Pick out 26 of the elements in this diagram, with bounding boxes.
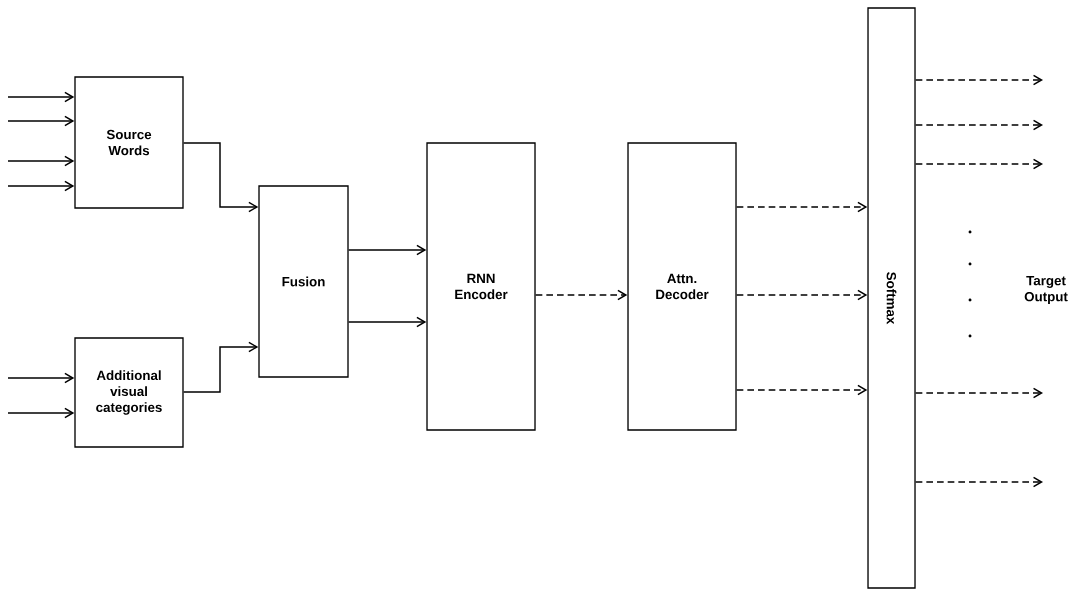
arrow [914,476,1043,488]
arrow [735,384,868,396]
arrow [914,387,1043,399]
arrow [735,289,868,301]
arrow [347,244,427,256]
arrow [182,142,259,213]
block-box: Softmax [867,7,916,589]
arrow [7,155,75,167]
arrow [914,119,1043,131]
output-label: Target Output [1024,276,1068,304]
arrow [182,341,259,393]
block-box: Attn. Decoder [627,142,737,431]
block-box: Additional visual categories [74,337,184,448]
arrow [7,115,75,127]
block-box: Fusion [258,185,349,378]
arrow [7,91,75,103]
arrow [534,289,628,301]
arrow [7,372,75,384]
arrow [7,180,75,192]
block-box: RNN Encoder [426,142,536,431]
arrow [735,201,868,213]
arrow [914,158,1043,170]
arrow [914,74,1043,86]
block-box: Source Words [74,76,184,209]
arrow [7,407,75,419]
arrow [347,316,427,328]
